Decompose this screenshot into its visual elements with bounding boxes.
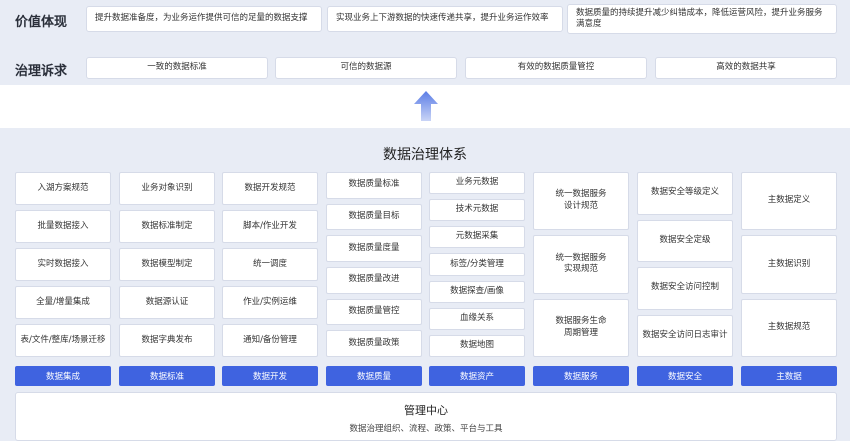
system-item: 血缘关系 — [429, 307, 525, 330]
system-item: 数据安全访问控制 — [637, 267, 733, 310]
system-item: 数据安全等级定义 — [637, 172, 733, 215]
system-item: 数据源认证 — [119, 286, 215, 319]
governance-card-1: 一致的数据标准 — [86, 57, 268, 79]
system-item: 通知/备份管理 — [222, 324, 318, 357]
system-item: 数据质量标准 — [326, 172, 422, 199]
system-item: 主数据定义 — [741, 172, 837, 231]
system-item: 数据地图 — [429, 334, 525, 357]
system-item: 脚本/作业开发 — [222, 210, 318, 243]
system-item: 表/文件/整库/场景迁移 — [15, 324, 111, 357]
governance-row-label: 治理诉求 — [15, 64, 68, 79]
system-item: 数据标准制定 — [119, 210, 215, 243]
column-footer: 数据服务 — [533, 366, 629, 386]
system-item: 数据开发规范 — [222, 172, 318, 205]
management-title: 管理中心 — [404, 404, 448, 417]
column-footer: 数据开发 — [222, 366, 318, 386]
system-item: 统一数据服务 设计规范 — [533, 172, 629, 231]
system-item: 元数据采集 — [429, 226, 525, 249]
governance-card-2: 可信的数据源 — [275, 57, 457, 79]
system-item: 数据安全访问日志审计 — [637, 314, 733, 357]
system-item: 入湖方案规范 — [15, 172, 111, 205]
column-footer: 数据标准 — [119, 366, 215, 386]
governance-card-3: 有效的数据质量管控 — [465, 57, 647, 79]
system-title: 数据治理体系 — [383, 147, 467, 163]
column-footer: 数据质量 — [326, 366, 422, 386]
governance-card-4: 高效的数据共享 — [655, 57, 837, 79]
system-item: 数据质量目标 — [326, 203, 422, 231]
system-item: 数据探查/画像 — [429, 280, 525, 303]
system-item: 数据质量政策 — [326, 330, 422, 357]
value-card-3: 数据质量的持续提升减少纠错成本，降低运营风险，提升业务服务满意度 — [567, 4, 837, 34]
system-item: 全量/增量集成 — [15, 286, 111, 319]
system-item: 数据模型制定 — [119, 248, 215, 281]
system-item: 统一数据服务 实现规范 — [533, 235, 629, 294]
system-item: 业务元数据 — [429, 172, 525, 195]
management-subtitle: 数据治理组织、流程、政策、平台与工具 — [349, 424, 503, 434]
system-item: 数据质量管控 — [326, 298, 422, 326]
column-footer: 数据安全 — [637, 366, 733, 386]
system-item: 数据质量度量 — [326, 235, 422, 262]
system-item: 批量数据接入 — [15, 210, 111, 243]
system-item: 业务对象识别 — [119, 172, 215, 205]
system-item: 标签/分类管理 — [429, 253, 525, 276]
column-footer: 主数据 — [741, 366, 837, 386]
system-item: 技术元数据 — [429, 199, 525, 222]
column-footer: 数据资产 — [429, 366, 525, 386]
system-item: 数据服务生命 周期管理 — [533, 298, 629, 357]
management-center: 管理中心 数据治理组织、流程、政策、平台与工具 — [15, 392, 837, 441]
system-item: 数据质量改进 — [326, 267, 422, 294]
system-item: 数据安全定级 — [637, 219, 733, 262]
value-row-label: 价值体现 — [15, 15, 68, 30]
value-card-1: 提升数据准备度，为业务运作提供可信的足量的数据支撑 — [86, 6, 322, 32]
up-arrow-icon — [413, 90, 439, 122]
system-item: 统一调度 — [222, 248, 318, 281]
system-item: 主数据识别 — [741, 235, 837, 294]
system-item: 主数据规范 — [741, 298, 837, 357]
system-item: 作业/实例运维 — [222, 286, 318, 319]
value-card-2: 实现业务上下游数据的快速传递共享，提升业务运作效率 — [327, 6, 563, 32]
system-item: 数据字典发布 — [119, 324, 215, 357]
column-footer: 数据集成 — [15, 366, 111, 386]
system-item: 实时数据接入 — [15, 248, 111, 281]
